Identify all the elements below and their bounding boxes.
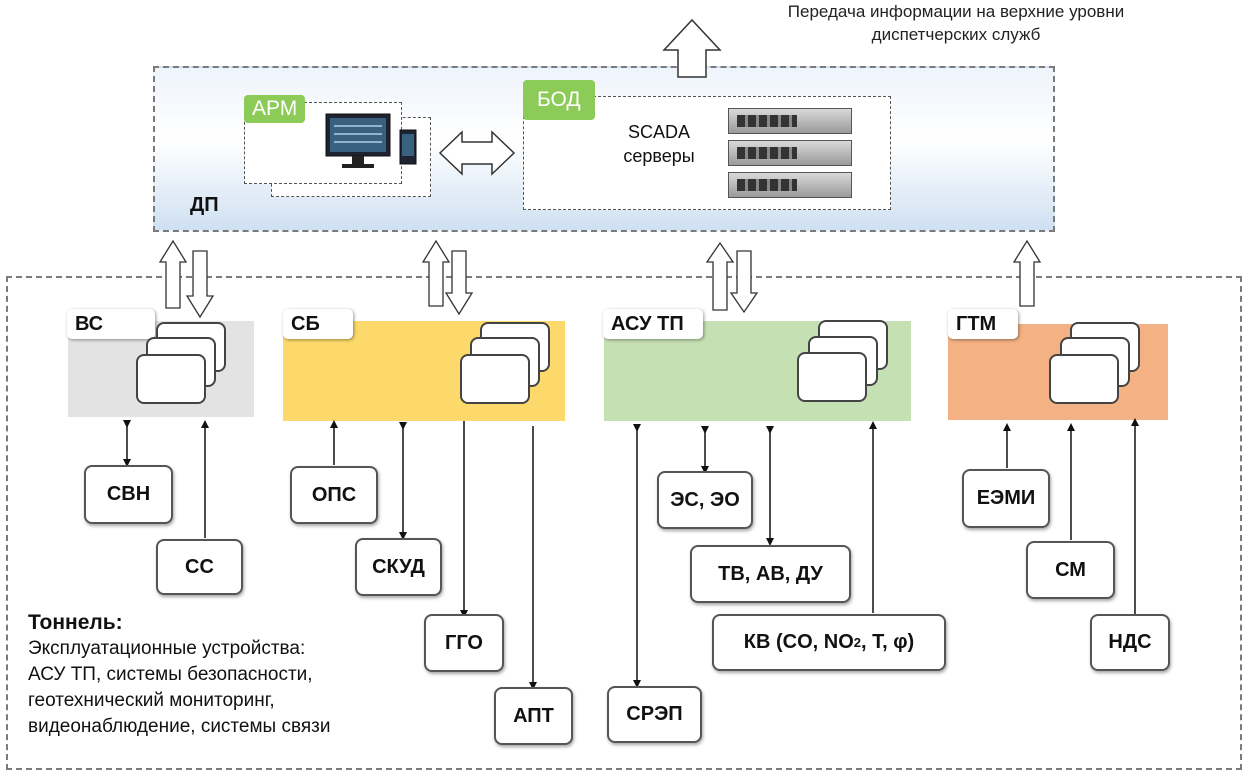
tunnel-title: Тоннель: (28, 611, 123, 634)
tunnel-line3: геотехнический мониторинг, (28, 690, 275, 711)
scada-label: SCADA серверы (604, 120, 714, 168)
server-icon (728, 140, 852, 166)
top-caption: Передача информации на верхние уровни ди… (738, 0, 1174, 46)
workstation-icon (325, 113, 417, 168)
device-ops: ОПС (290, 466, 378, 524)
server-icon (728, 108, 852, 134)
stack-card (797, 352, 867, 402)
bidirectional-arrow-icon (438, 130, 516, 176)
device-nds: НДС (1090, 614, 1170, 671)
group-tag-gtm: ГТМ (948, 309, 1018, 339)
scada-line1: SCADA (627, 122, 690, 142)
stack-card (136, 354, 206, 404)
upward-arrow-icon (662, 18, 722, 78)
device-skud: СКУД (355, 538, 442, 596)
group-tag-vs: ВС (67, 309, 155, 339)
downlink-arrow-icon (185, 250, 215, 319)
dp-label: ДП (190, 194, 219, 216)
stack-card (460, 354, 530, 404)
device-ss: СС (156, 539, 243, 595)
device-kv-prefix: КВ (CO, NO (743, 631, 854, 653)
downlink-arrow-icon (729, 250, 759, 314)
uplink-arrow-icon (421, 239, 451, 307)
device-ggo: ГГО (424, 614, 504, 672)
device-eemi: ЕЭМИ (962, 469, 1050, 528)
device-es-eo: ЭС, ЭО (657, 471, 753, 529)
uplink-arrow-icon (158, 239, 188, 309)
tunnel-line1: Эксплуатационные устройства: (28, 638, 306, 659)
uplink-arrow-icon (705, 241, 735, 311)
tunnel-description: Тоннель: Эксплуатационные устройства: АС… (28, 610, 330, 740)
tunnel-line2: АСУ ТП, системы безопасности, (28, 664, 313, 685)
top-caption-line2: диспетчерских служб (871, 25, 1041, 44)
device-tv-av-du: ТВ, АВ, ДУ (690, 545, 851, 603)
bod-tag: БОД (523, 80, 595, 120)
tunnel-line4: видеонаблюдение, системы связи (28, 716, 331, 737)
top-caption-line1: Передача информации на верхние уровни (787, 2, 1125, 21)
device-kv-subscript: 2 (853, 635, 861, 650)
device-svn: СВН (84, 465, 173, 524)
arm-tag: АРМ (244, 95, 306, 123)
device-sm: СМ (1026, 541, 1115, 599)
stack-card (1049, 354, 1119, 404)
device-apt: АПТ (494, 687, 573, 745)
group-tag-sb: СБ (283, 309, 353, 339)
downlink-arrow-icon (444, 250, 474, 316)
uplink-arrow-icon (1012, 239, 1042, 307)
device-kv-suffix: , T, φ) (861, 631, 915, 653)
server-icon (728, 172, 852, 198)
device-srep: СРЭП (607, 686, 702, 743)
scada-line2: серверы (623, 146, 695, 166)
group-tag-asutp: АСУ ТП (603, 309, 703, 339)
